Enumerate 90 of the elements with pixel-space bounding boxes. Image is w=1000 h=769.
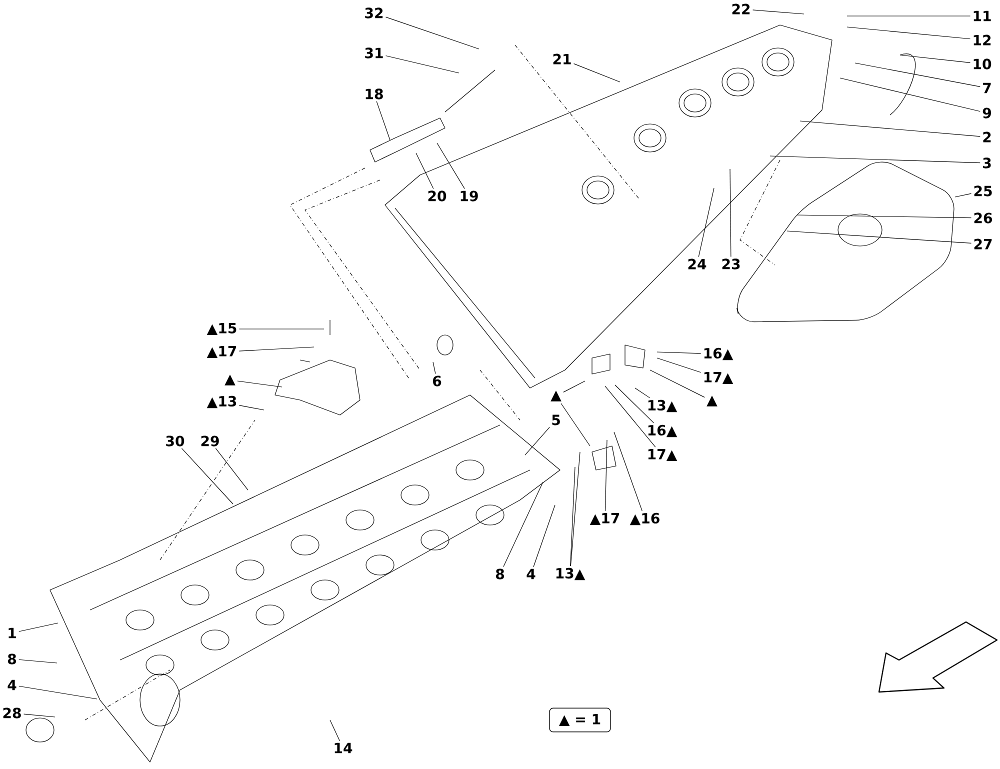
callout-number: 25: [974, 186, 992, 196]
callout-number: 3: [983, 158, 991, 168]
callout-number: 6: [432, 376, 442, 386]
callout-number: 8: [496, 568, 504, 580]
leader-line: [573, 63, 620, 82]
leader-line: [524, 426, 550, 456]
leader-line: [650, 370, 705, 398]
callout-number: 29: [201, 436, 219, 446]
leader-line: [237, 380, 282, 388]
leader-line: [634, 388, 650, 398]
callout-number: ▲15: [206, 323, 236, 335]
leader-line: [656, 358, 702, 373]
leader-line: [18, 686, 98, 700]
callout-number: 19: [460, 190, 478, 202]
callout-number: 17▲: [648, 449, 678, 461]
leader-line: [800, 120, 980, 137]
callout-number: 20: [428, 190, 446, 202]
leader-line: [181, 448, 234, 504]
callout-number: 4: [8, 680, 16, 690]
callout-number: 10: [974, 58, 992, 70]
leader-line: [238, 404, 264, 410]
leader-line: [416, 152, 434, 189]
callout-number: 24: [688, 258, 706, 270]
callout-number: 13▲: [648, 400, 678, 412]
leader-line: [570, 466, 576, 566]
leader-line: [786, 230, 972, 244]
leader-line: [238, 346, 314, 352]
callout-number: ▲17: [590, 513, 620, 525]
callout-number: 4: [526, 568, 536, 580]
leader-line: [698, 188, 714, 258]
callout-number: 31: [365, 48, 383, 58]
callout-number: 16▲: [648, 424, 678, 438]
leader-line: [385, 55, 460, 74]
callout-number: ▲: [224, 374, 236, 386]
leader-line: [215, 448, 248, 490]
callout-number: ▲: [550, 390, 562, 402]
leader-line: [330, 720, 340, 742]
callout-number: 21: [553, 54, 571, 64]
leader-line: [563, 380, 586, 392]
leader-line: [560, 403, 590, 446]
leader-line: [770, 156, 980, 164]
leader-line: [840, 78, 980, 112]
leader-line: [730, 168, 732, 257]
callout-number: 14: [334, 742, 352, 754]
callout-number: 1: [8, 628, 16, 638]
leader-line: [23, 714, 56, 718]
callout-number: ▲: [706, 396, 718, 406]
callout-number: 5: [552, 414, 560, 426]
leader-line: [752, 10, 804, 14]
callout-number: 13▲: [556, 568, 586, 580]
leader-line: [436, 142, 465, 189]
leader-line: [432, 362, 436, 374]
callout-number: 23: [722, 258, 740, 270]
callout-number: 17▲: [704, 372, 734, 384]
leader-line: [614, 384, 654, 424]
leader-line: [570, 452, 580, 566]
callout-number: 12: [974, 34, 991, 46]
callout-number: 28: [3, 708, 21, 718]
leader-line: [656, 352, 702, 354]
leader-line: [604, 440, 608, 512]
callout-number: 27: [974, 238, 992, 250]
callout-number: 32: [365, 8, 383, 18]
leader-line: [18, 659, 58, 664]
callout-number: 22: [732, 4, 750, 14]
leader-line: [796, 214, 972, 218]
leader-line: [238, 328, 324, 330]
callout-number: ▲13: [206, 396, 236, 408]
leader-line: [533, 504, 556, 568]
callout-number: ▲17: [206, 346, 236, 358]
leader-line: [604, 386, 656, 448]
callout-number: 18: [366, 88, 383, 100]
callout-number: 30: [166, 436, 184, 446]
leader-line: [376, 101, 390, 140]
callout-number: ▲16: [630, 512, 660, 526]
callout-number: 8: [8, 654, 16, 664]
leader-line: [846, 26, 971, 40]
leader-line: [18, 622, 58, 632]
note-box: ▲ = 1: [549, 708, 611, 732]
leader-line: [900, 54, 971, 63]
leader-line: [503, 482, 544, 567]
callout-number: 7: [983, 82, 991, 94]
callout-number: 2: [983, 132, 991, 142]
leader-line: [954, 193, 972, 198]
callout-number: 9: [982, 108, 991, 118]
callout-number: 16▲: [704, 348, 734, 360]
callout-number: 11: [974, 10, 991, 22]
leader-line: [614, 432, 642, 512]
leader-line: [854, 62, 980, 87]
leader-line: [385, 16, 480, 50]
callout-number: 26: [974, 212, 992, 224]
